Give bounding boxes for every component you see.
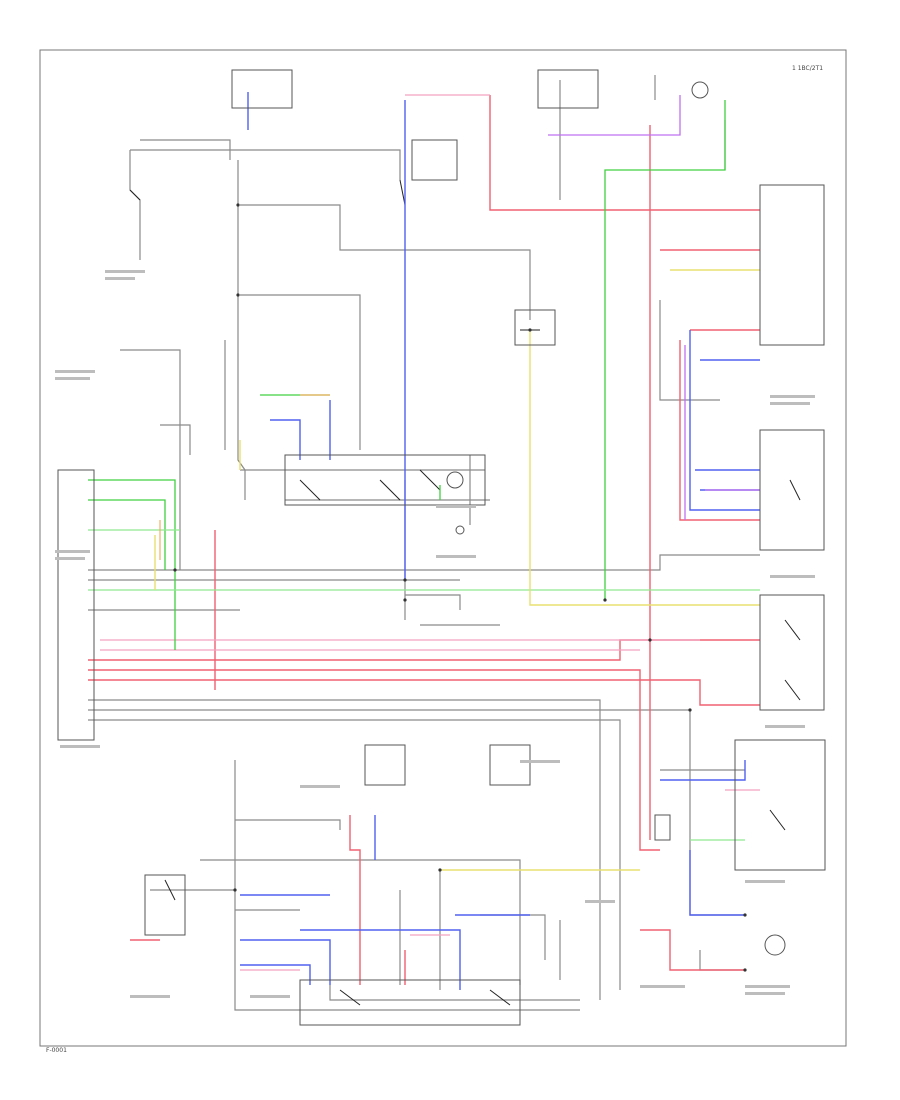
motor-symbol [446, 471, 464, 489]
ground-and-signal-wires [88, 75, 760, 1011]
right-module-lower [759, 594, 825, 711]
label-blocks [55, 270, 815, 998]
sensor-left [144, 874, 186, 936]
relay-center [514, 309, 556, 346]
figure-code: F-0001 [46, 1047, 67, 1054]
fuse-box-left [231, 69, 293, 109]
control-block-lower [299, 979, 521, 1026]
connector-dots [173, 203, 747, 972]
relay-lower-right [489, 744, 531, 786]
diagram-border [39, 49, 847, 1047]
blue-wires [240, 92, 760, 990]
light-green-wires [88, 529, 760, 841]
red-wires [88, 95, 760, 985]
right-module-bottom [734, 739, 826, 871]
switch-assembly [284, 454, 486, 506]
right-module-top [759, 184, 825, 346]
orange-wires [159, 394, 330, 560]
yellow-wires [154, 269, 760, 871]
green-wires [88, 100, 726, 650]
right-module-mid [759, 429, 825, 551]
page-code: 1 1BC/2T1 [792, 65, 823, 72]
components [57, 69, 826, 1026]
ground-block [654, 814, 671, 841]
control-unit-left [57, 469, 95, 741]
fuse-box-right [537, 69, 599, 109]
black-wires [129, 179, 801, 1006]
relay-lower-left [364, 744, 406, 786]
violet-wires [548, 95, 760, 520]
pink-wires [100, 94, 760, 971]
lamp-symbol [764, 934, 786, 956]
relay-top [411, 139, 458, 181]
